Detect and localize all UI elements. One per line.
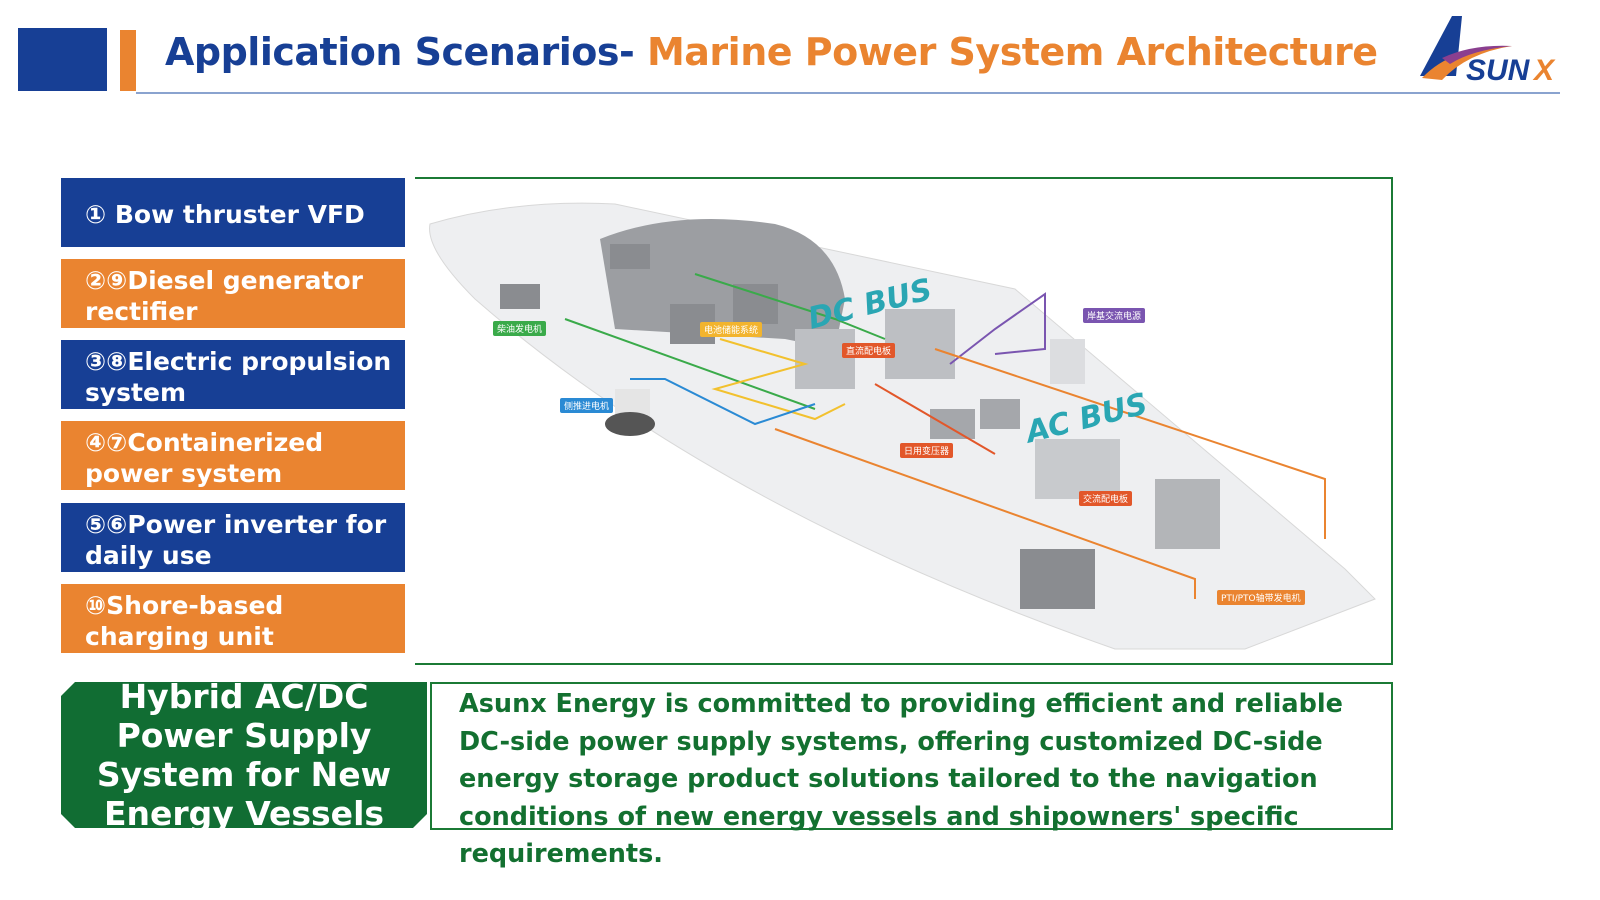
component-label: ① Bow thruster VFD <box>85 200 365 229</box>
bow-thruster-motor-label: 侧推进电机 <box>560 398 614 413</box>
power-lines <box>564 273 1326 599</box>
component-bow-thruster-vfd: ① Bow thruster VFD <box>61 178 405 247</box>
asunx-logo: SUN X <box>1420 16 1556 87</box>
header-blue-block <box>18 28 107 91</box>
ship-architecture-diagram: DC BUS AC BUS 柴油发电机 电池储能系统 直流配电板 侧推进电机 岸… <box>415 177 1393 665</box>
component-label: ⑤⑥Power inverter for daily use <box>85 509 387 570</box>
page-title: Application Scenarios- Marine Power Syst… <box>165 30 1378 74</box>
ac-switchboard-label: 交流配电板 <box>1079 491 1133 506</box>
hybrid-title-text: Hybrid AC/DC Power Supply System for New… <box>96 677 392 833</box>
component-diesel-generator-rectifier: ②⑨Diesel generator rectifier <box>61 259 405 328</box>
engine-room-cutaway <box>600 219 845 349</box>
description-text: Asunx Energy is committed to providing e… <box>459 689 1343 869</box>
pti-pto-label: PTI/PTO轴带发电机 <box>1217 590 1305 605</box>
diesel-generator-label: 柴油发电机 <box>493 321 547 336</box>
title-prefix: Application Scenarios- <box>165 30 647 74</box>
component-electric-propulsion: ③⑧Electric propulsion system <box>61 340 405 409</box>
header-orange-bar <box>120 30 136 91</box>
component-power-inverter: ⑤⑥Power inverter for daily use <box>61 503 405 572</box>
component-shore-charging: ⑩Shore-based charging unit <box>61 584 405 653</box>
shore-ac-power-label: 岸基交流电源 <box>1083 308 1146 323</box>
equipment <box>500 244 1220 609</box>
ship-hull <box>429 202 1376 650</box>
dc-switchboard-label: 直流配电板 <box>842 343 896 358</box>
component-label: ③⑧Electric propulsion system <box>85 346 392 407</box>
daily-transformer-label: 日用变压器 <box>900 443 954 458</box>
ship-illustration <box>429 202 1376 650</box>
svg-text:X: X <box>1532 54 1556 87</box>
component-containerized-power: ④⑦Containerized power system <box>61 421 405 490</box>
header-divider <box>136 92 1560 94</box>
description-box: Asunx Energy is committed to providing e… <box>430 682 1393 869</box>
component-label: ②⑨Diesel generator rectifier <box>85 265 363 326</box>
hybrid-system-title: Hybrid AC/DC Power Supply System for New… <box>61 682 427 828</box>
battery-storage-label: 电池储能系统 <box>700 322 763 337</box>
svg-text:SUN: SUN <box>1466 54 1531 87</box>
component-label: ④⑦Containerized power system <box>85 427 324 488</box>
title-main: Marine Power System Architecture <box>646 30 1378 74</box>
component-label: ⑩Shore-based charging unit <box>85 590 284 651</box>
